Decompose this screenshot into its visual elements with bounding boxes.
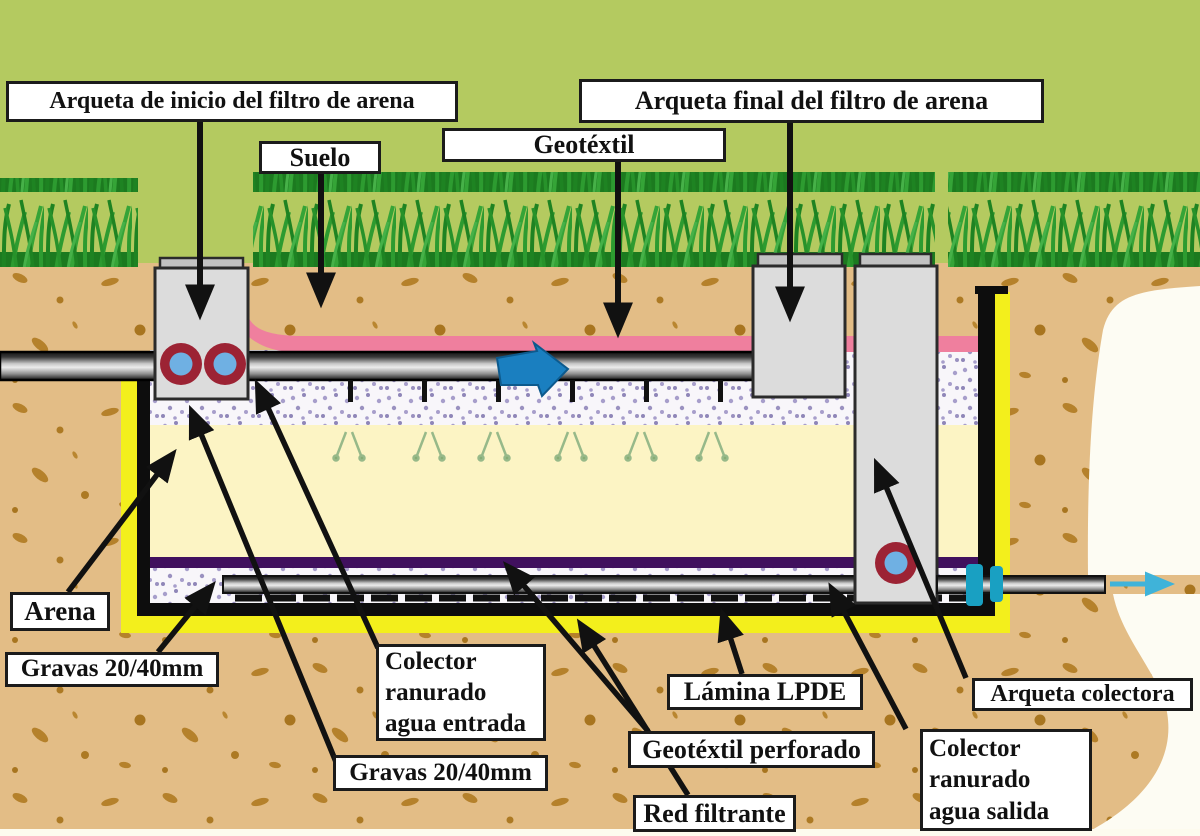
perforated-geotextile-layer bbox=[150, 557, 978, 568]
label-gravas-inferior: Gravas 20/40mm bbox=[333, 755, 548, 791]
water-dispersal-marks bbox=[332, 431, 729, 462]
leader-colector-entrada bbox=[254, 378, 381, 650]
flow-arrow-icon bbox=[495, 340, 570, 398]
dispersal-caret bbox=[412, 431, 446, 462]
leader-gravas-superior bbox=[155, 581, 216, 654]
leader-lamina-lpde bbox=[717, 607, 745, 675]
leader-arena bbox=[65, 448, 177, 594]
dispersal-caret bbox=[554, 431, 588, 462]
cutaway-top-right bbox=[1087, 286, 1200, 575]
label-arqueta-final: Arqueta final del filtro de arena bbox=[579, 79, 1044, 123]
label-colector-salida: Colector ranurado agua salida bbox=[920, 729, 1092, 831]
leader-colector-salida bbox=[828, 582, 909, 731]
dispersal-caret bbox=[332, 431, 366, 462]
leader-arrows bbox=[185, 122, 805, 339]
label-lamina-lpde: Lámina LPDE bbox=[667, 674, 863, 710]
label-colector-entrada: Colector ranurado agua entrada bbox=[376, 644, 546, 741]
bottom-margin bbox=[0, 829, 1200, 836]
outlet-coupling bbox=[990, 566, 1003, 602]
inlet-pipe bbox=[0, 350, 765, 382]
outlet-coupling bbox=[966, 564, 983, 606]
label-arqueta-inicio: Arqueta de inicio del filtro de arena bbox=[6, 81, 458, 122]
inlet-pipe-core bbox=[169, 352, 193, 376]
dispersal-caret bbox=[477, 431, 511, 462]
label-gravas-superior: Gravas 20/40mm bbox=[5, 652, 219, 687]
label-suelo: Suelo bbox=[259, 141, 381, 174]
dispersal-caret bbox=[695, 431, 729, 462]
label-red-filtrante: Red filtrante bbox=[633, 795, 796, 832]
label-geotextil-perforado: Geotéxtil perforado bbox=[628, 731, 875, 768]
cutaway-bottom-right bbox=[1090, 594, 1200, 831]
label-arena: Arena bbox=[10, 592, 110, 631]
basin-wall-top-cap bbox=[975, 286, 1008, 294]
label-arqueta-colectora: Arqueta colectora bbox=[972, 678, 1193, 711]
grass-middle bbox=[253, 172, 935, 267]
grass-right bbox=[948, 172, 1200, 267]
inlet-pipe-core bbox=[213, 352, 237, 376]
outlet-pipe bbox=[936, 575, 1106, 594]
dispersal-caret bbox=[624, 431, 658, 462]
label-geotextil: Geotéxtil bbox=[442, 128, 726, 162]
leader-gravas-inferior bbox=[188, 404, 339, 764]
inlet-pipe-perforations bbox=[348, 380, 723, 402]
grass-left bbox=[0, 178, 138, 267]
final-chamber bbox=[751, 264, 847, 399]
outlet-pipe-core bbox=[884, 551, 908, 575]
leader-arqueta-colectora bbox=[874, 457, 969, 680]
